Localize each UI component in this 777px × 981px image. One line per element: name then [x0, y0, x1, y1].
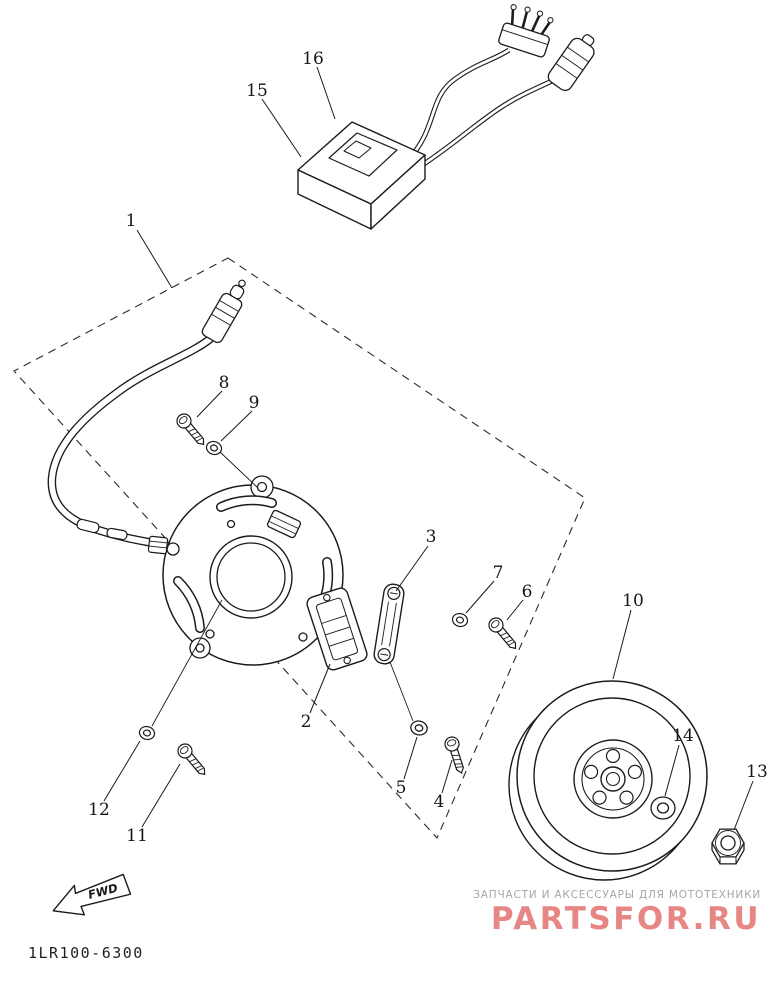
- cdi-wires: [406, 47, 558, 173]
- callout-7: 7: [493, 563, 504, 583]
- callout-15: 15: [246, 81, 268, 101]
- callout-13: 13: [746, 762, 768, 782]
- leader-line-15: [261, 98, 302, 158]
- alignment-lines: [151, 451, 414, 727]
- source-coil: [306, 587, 368, 671]
- callout-6: 6: [522, 582, 533, 602]
- screw-8: [173, 410, 210, 450]
- callout-14: 14: [672, 726, 694, 746]
- callout-4: 4: [434, 792, 445, 812]
- callout-11: 11: [126, 826, 148, 846]
- screw-4: [442, 734, 469, 776]
- callout-16: 16: [302, 49, 324, 69]
- washer-5: [408, 718, 430, 738]
- leader-line-11: [141, 763, 181, 828]
- hex-nut-13: [711, 828, 745, 865]
- assembly-boundary-dashed: [13, 257, 586, 840]
- lighting-coil-detail: [266, 509, 302, 539]
- leader-line-4: [441, 759, 453, 794]
- washer-7: [450, 611, 470, 629]
- leader-line-7: [465, 580, 495, 614]
- callout-10: 10: [622, 591, 644, 611]
- leader-line-6: [506, 599, 524, 621]
- leader-line-3: [395, 545, 429, 592]
- leader-line-13: [733, 780, 754, 831]
- screw-11: [174, 740, 211, 780]
- leader-line-1: [136, 229, 173, 289]
- washer-14: [650, 796, 676, 820]
- leader-line-8: [196, 390, 223, 418]
- stator-base-plate: [147, 475, 347, 666]
- leader-line-9: [220, 410, 253, 442]
- cdi-unit: [297, 121, 426, 230]
- wiring-connector-4pin: [498, 4, 554, 58]
- leader-line-2: [309, 663, 331, 714]
- callout-9: 9: [249, 393, 260, 413]
- wire-boot: [147, 535, 169, 555]
- leader-line-12: [103, 740, 141, 802]
- wiring-connector-round: [547, 34, 595, 92]
- callout-2: 2: [301, 712, 312, 732]
- callout-5: 5: [396, 778, 407, 798]
- leader-line-16: [316, 66, 336, 120]
- leader-line-5: [403, 736, 418, 780]
- flywheel-rotor: [508, 680, 708, 881]
- bullet-connector: [76, 518, 100, 534]
- washer-12: [137, 724, 157, 742]
- fwd-arrow: FWD: [52, 873, 132, 916]
- callout-1: 1: [126, 211, 137, 231]
- leader-line-10: [612, 609, 632, 680]
- washer-9: [204, 438, 224, 458]
- callout-3: 3: [426, 527, 437, 547]
- bullet-connector: [106, 527, 128, 541]
- stator-wire-harness: [47, 334, 215, 551]
- callouts: 1 2 3 4 5 6 7 8 9 10 11 12 13 14 15 16: [88, 49, 768, 846]
- condenser-bracket: [373, 583, 405, 665]
- leader-lines: [103, 66, 754, 831]
- screw-6: [485, 614, 522, 654]
- callout-8: 8: [219, 373, 230, 393]
- leader-line-14: [664, 744, 680, 797]
- callout-12: 12: [88, 800, 110, 820]
- diagram-code: 1LR100-6300: [28, 944, 144, 962]
- stator-lead-connector: [201, 279, 246, 344]
